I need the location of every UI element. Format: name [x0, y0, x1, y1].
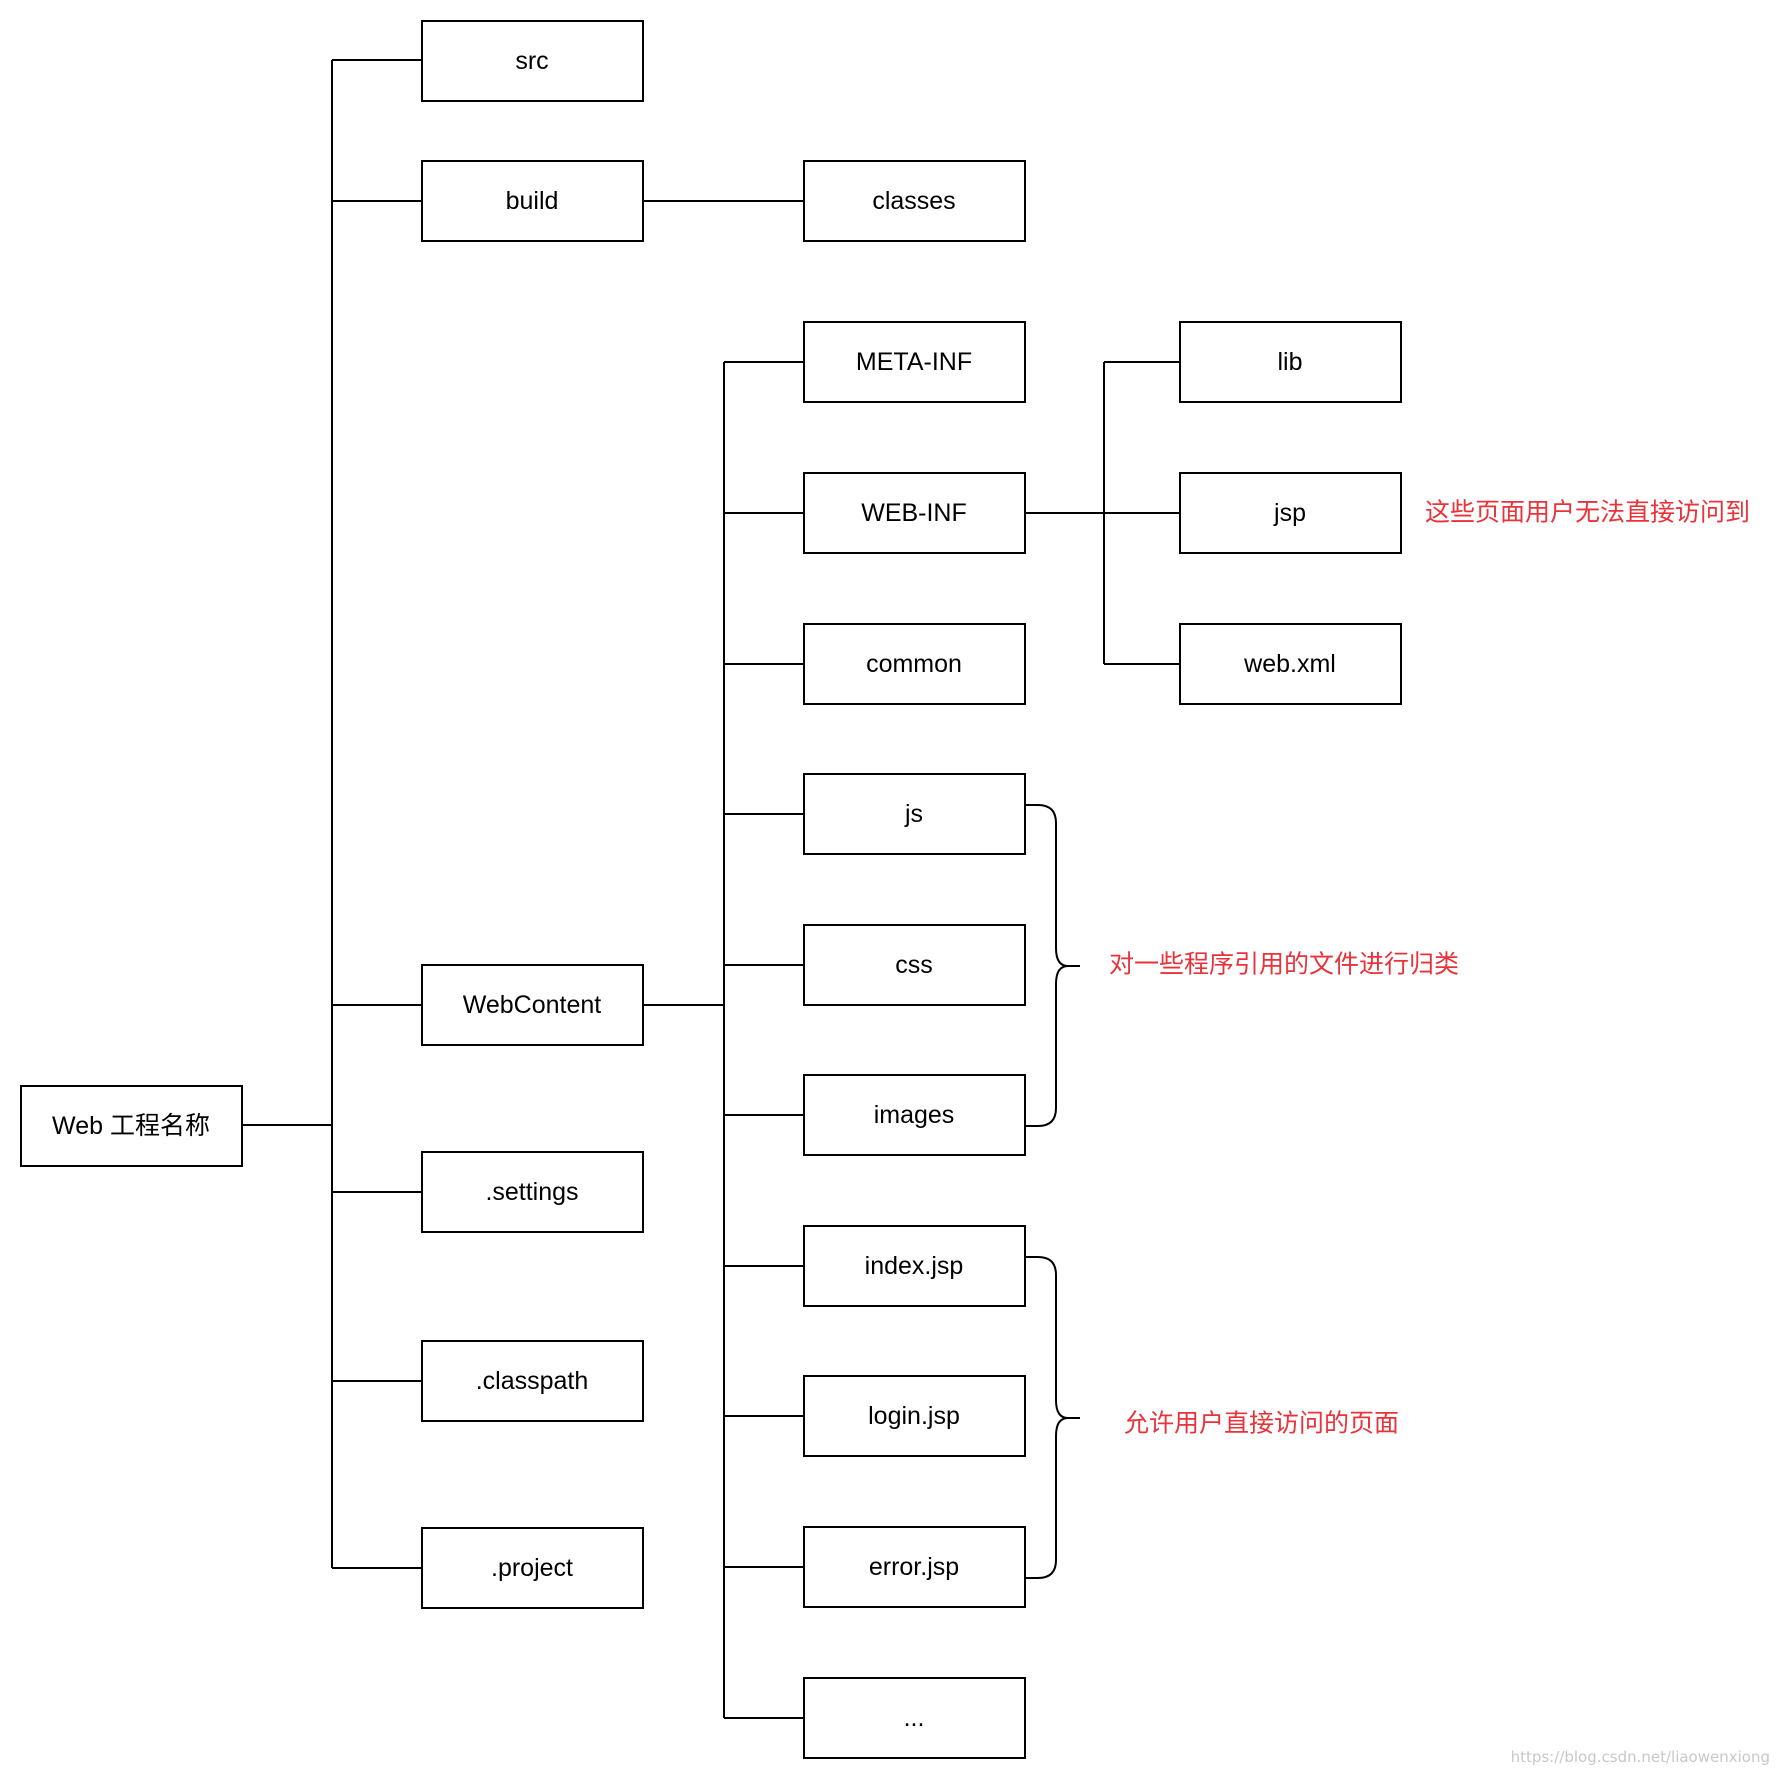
node-web-xml-label: web.xml [1243, 650, 1336, 678]
node-css-label: css [895, 951, 933, 979]
node-login-jsp-label: login.jsp [868, 1402, 960, 1430]
node-webcontent-label: WebContent [463, 991, 602, 1019]
node-classes: classes [803, 160, 1026, 242]
watermark: https://blog.csdn.net/liaowenxiong [1511, 1748, 1770, 1766]
brace-static-resources [1026, 804, 1080, 1127]
node-classpath-label: .classpath [476, 1367, 589, 1395]
node-build-label: build [506, 187, 559, 215]
node-css: css [803, 924, 1026, 1006]
node-ellipsis: ... [803, 1677, 1026, 1759]
node-js-label: js [904, 800, 923, 828]
node-meta-inf: META-INF [803, 321, 1026, 403]
node-web-xml: web.xml [1179, 623, 1402, 705]
node-ellipsis-label: ... [904, 1704, 925, 1732]
node-web-inf: WEB-INF [803, 472, 1026, 554]
node-root-label: Web 工程名称 [52, 1112, 210, 1140]
node-index-jsp-label: index.jsp [865, 1252, 964, 1280]
brace-public-pages [1026, 1256, 1080, 1579]
node-jsp-label: jsp [1273, 499, 1306, 527]
connectors [242, 59, 1180, 1719]
node-meta-inf-label: META-INF [856, 348, 972, 376]
note-web-inf-jsp: 这些页面用户无法直接访问到 [1425, 498, 1750, 527]
node-root: Web 工程名称 [20, 1085, 243, 1167]
note-public-pages: 允许用户直接访问的页面 [1124, 1409, 1399, 1438]
node-webcontent: WebContent [421, 964, 644, 1046]
node-error-jsp: error.jsp [803, 1526, 1026, 1608]
note-static-resources: 对一些程序引用的文件进行归类 [1109, 950, 1459, 979]
node-project: .project [421, 1527, 644, 1609]
node-src: src [421, 20, 644, 102]
node-lib: lib [1179, 321, 1402, 403]
node-classes-label: classes [872, 187, 955, 215]
node-settings-label: .settings [485, 1178, 578, 1206]
node-jsp: jsp [1179, 472, 1402, 554]
node-classpath: .classpath [421, 1340, 644, 1422]
node-project-label: .project [491, 1554, 573, 1582]
node-images: images [803, 1074, 1026, 1156]
node-src-label: src [515, 47, 548, 75]
node-settings: .settings [421, 1151, 644, 1233]
node-common-label: common [866, 650, 962, 678]
node-error-jsp-label: error.jsp [869, 1553, 959, 1581]
node-images-label: images [874, 1101, 955, 1129]
node-login-jsp: login.jsp [803, 1375, 1026, 1457]
node-web-inf-label: WEB-INF [861, 499, 967, 527]
node-index-jsp: index.jsp [803, 1225, 1026, 1307]
node-js: js [803, 773, 1026, 855]
node-build: build [421, 160, 644, 242]
node-common: common [803, 623, 1026, 705]
node-lib-label: lib [1277, 348, 1302, 376]
